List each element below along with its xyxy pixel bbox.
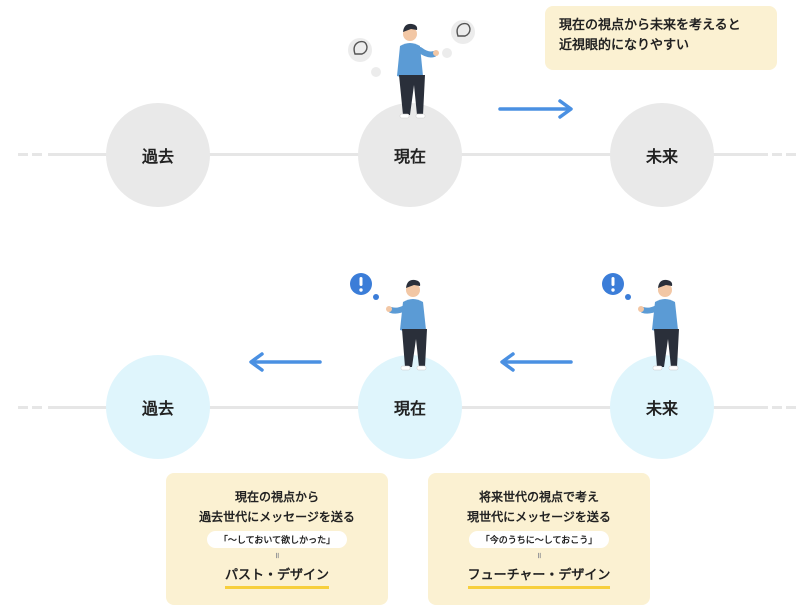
past-label: 過去 [141,399,174,418]
thinking-person-illustration [348,20,475,119]
equals-mark: ॥ [536,551,542,560]
note-line-2: 過去世代にメッセージを送る [199,510,355,524]
timeline-dash [32,153,42,156]
past-label: 過去 [141,147,174,166]
present-node: 現在 [358,355,462,459]
present-label: 現在 [393,147,426,166]
quote-pill: 「今のうちに〜しておこう」 [468,531,610,548]
past-node: 過去 [106,355,210,459]
equals-mark: ॥ [274,551,280,560]
person-illustration [602,273,679,371]
future-node: 未来 [610,103,714,207]
arrow-left-icon [249,352,322,372]
thought-bubble-icon [348,38,381,77]
thought-bubble-icon [442,20,475,58]
note-line-2: 近視眼的になりやすい [559,38,690,53]
timeline-dash [786,153,796,156]
timeline-dash [32,406,42,409]
design-term: パスト・デザイン [224,564,329,589]
present-label: 現在 [393,399,426,418]
quote-pill: 「〜しておいて欲しかった」 [206,531,348,548]
note-line-1: 現在の視点から [234,490,319,504]
present-node: 現在 [358,103,462,207]
timeline-dash [786,406,796,409]
note-line-2: 現世代にメッセージを送る [467,510,611,524]
future-label: 未来 [645,147,678,166]
future-node: 未来 [610,355,714,459]
exclamation-icon [602,273,631,300]
past-design-note: 現在の視点から 過去世代にメッセージを送る 「〜しておいて欲しかった」 ॥ パス… [166,473,388,605]
design-term: フューチャー・デザイン [467,564,611,589]
timeline-dash [772,153,782,156]
timeline-dash [18,406,28,409]
note-line-1: 現在の視点から未来を考えると [559,18,741,33]
arrow-right-icon [498,99,573,119]
timeline-dash [772,406,782,409]
person-illustration [350,273,427,371]
arrow-left-icon [500,352,573,372]
past-node: 過去 [106,103,210,207]
timeline-dash [18,153,28,156]
exclamation-icon [350,273,379,300]
insight-note: 現在の視点から未来を考えると 近視眼的になりやすい [545,6,777,70]
future-design-note: 将来世代の視点で考え 現世代にメッセージを送る 「今のうちに〜しておこう」 ॥ … [428,473,650,605]
note-line-1: 将来世代の視点で考え [478,490,599,504]
future-label: 未来 [645,399,678,418]
